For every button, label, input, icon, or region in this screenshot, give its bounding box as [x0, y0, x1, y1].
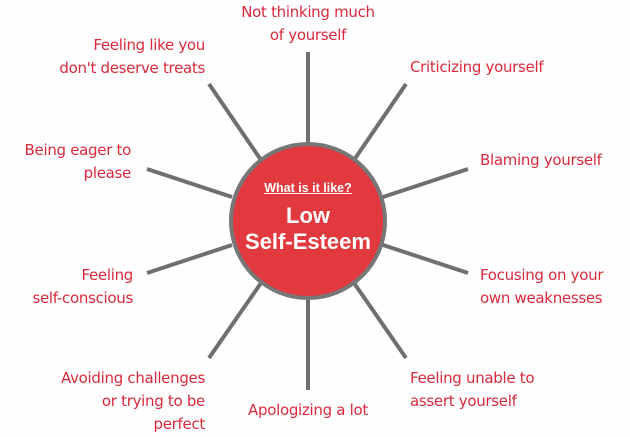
label-right-lower: Focusing on your own weaknesses [480, 264, 603, 310]
spoke-upper-right [352, 82, 408, 162]
label-line: Feeling unable to [410, 369, 535, 387]
label-right-upper: Blaming yourself [480, 149, 602, 172]
label-left-lower: Feeling self-conscious [32, 264, 133, 310]
label-line: don't deserve treats [59, 59, 205, 77]
spoke-upper-left [207, 82, 263, 162]
label-line: Criticizing yourself [410, 58, 544, 76]
spoke-lower-right [352, 281, 408, 360]
spoke-right-lower [382, 243, 469, 275]
label-line: please [83, 164, 132, 182]
label-line: Not thinking much [241, 3, 375, 21]
label-bottom: Apologizing a lot [208, 399, 408, 422]
label-line: self-conscious [32, 289, 133, 307]
center-title-1: Low [286, 203, 330, 228]
label-line: or trying to be [101, 392, 205, 410]
label-line: Blaming yourself [480, 151, 602, 169]
label-line: Apologizing a lot [248, 401, 368, 419]
center-title-2: Self-Esteem [245, 229, 371, 254]
label-line: of yourself [269, 26, 347, 44]
spoke-lower-left [207, 281, 263, 360]
center-circle [229, 142, 387, 300]
label-line: Feeling like you [93, 36, 205, 54]
center-text: What is it like? Low Self-Esteem [230, 143, 386, 299]
spoke-right-upper [382, 167, 469, 199]
label-line: Being eager to [24, 141, 132, 159]
label-line: perfect [153, 415, 206, 433]
label-line: assert yourself [410, 392, 517, 410]
label-lower-left: Avoiding challenges or trying to be perf… [61, 367, 205, 436]
label-line: own weaknesses [480, 289, 603, 307]
label-upper-left: Feeling like you don't deserve treats [59, 34, 205, 80]
label-line: Feeling [81, 266, 133, 284]
label-line: Avoiding challenges [61, 369, 205, 387]
label-lower-right: Feeling unable to assert yourself [410, 367, 535, 413]
label-line: Focusing on your [480, 266, 604, 284]
label-left-upper: Being eager to please [24, 139, 132, 185]
label-top: Not thinking much of yourself [208, 1, 408, 47]
spoke-left-lower [146, 243, 233, 275]
center-question: What is it like? [264, 181, 352, 195]
label-upper-right: Criticizing yourself [410, 56, 544, 79]
spoke-left-upper [146, 167, 233, 199]
